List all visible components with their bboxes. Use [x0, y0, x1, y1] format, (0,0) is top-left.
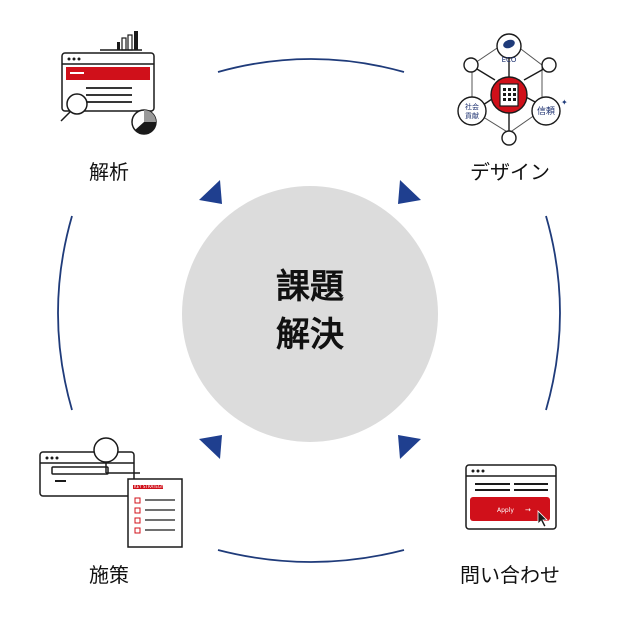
design-network-icon: ECO 社会 貢献 信頼 ✦: [457, 33, 568, 146]
center-title-line2: 解決: [276, 315, 344, 355]
analysis-dashboard-icon: [60, 31, 157, 135]
sparkle-icon: ✦: [561, 98, 568, 107]
eco-text: ECO: [502, 56, 517, 64]
trust-text: 信頼: [537, 105, 555, 117]
contact-label: 問い合わせ: [460, 563, 560, 587]
arc-top: [217, 58, 405, 73]
arrow-top-left-icon: [199, 180, 222, 204]
apply-button-text: Apply: [497, 507, 514, 514]
social-text-1: 社会: [465, 102, 479, 111]
center-circle: [182, 186, 438, 442]
measures-label: 施策: [89, 563, 129, 587]
measures-search-doc-icon: [39, 437, 183, 548]
arrow-bottom-left-icon: [199, 435, 222, 459]
apply-arrow-icon: →: [525, 506, 531, 514]
arrow-top-right-icon: [398, 180, 421, 204]
arc-right: [545, 215, 561, 411]
design-label: デザイン: [470, 160, 550, 184]
analysis-label: 解析: [89, 160, 129, 184]
center-title-line1: 課題: [276, 267, 344, 307]
arrow-bottom-right-icon: [398, 435, 421, 459]
arc-bottom: [217, 549, 405, 563]
contact-apply-form-icon: [465, 464, 557, 530]
cycle-arcs: [57, 58, 561, 563]
key-strategy-text: KEY STRATEGY: [134, 484, 164, 489]
direction-arrows: [199, 180, 421, 459]
arc-left: [57, 215, 73, 411]
social-text-2: 貢献: [465, 111, 479, 120]
